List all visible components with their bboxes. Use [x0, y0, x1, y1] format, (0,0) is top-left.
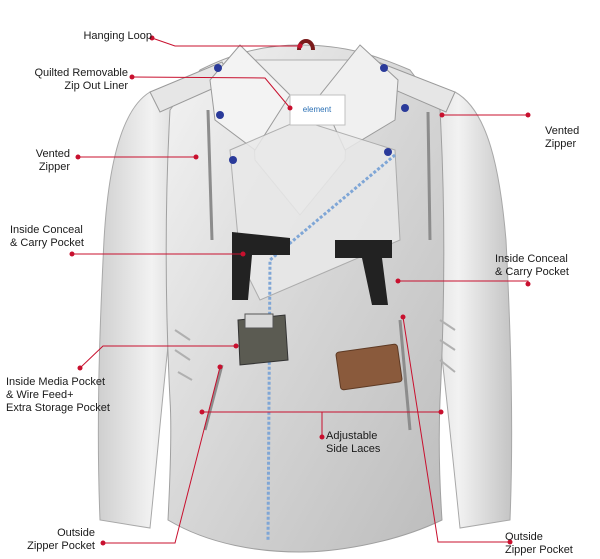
callout-line-text: Inside Conceal: [10, 224, 83, 236]
line-outside-left: [103, 366, 221, 544]
callout-line-text: Vented: [35, 148, 70, 160]
callout-line-text: Zip Out Liner: [64, 80, 128, 92]
callout-line-text: Extra Storage Pocket: [6, 402, 110, 414]
callout-lines: [72, 37, 529, 544]
callout-inside-conceal-right: Inside Conceal& Carry Pocket: [495, 253, 569, 279]
left-lapel: [209, 44, 291, 151]
callout-line-text: Zipper Pocket: [505, 544, 573, 556]
line-media-pocket: [79, 345, 236, 369]
right-pistol: [335, 240, 392, 305]
left-outside-pocket-zipper: [203, 364, 224, 431]
callout-line-text: Vented: [545, 125, 580, 137]
callout-line-text: Inside Media Pocket: [6, 376, 106, 388]
callout-line-text: & Carry Pocket: [10, 237, 84, 249]
brand-logo-text: element: [303, 105, 332, 114]
left-pistol: [232, 232, 290, 300]
callout-inside-conceal-left: Inside Conceal& Carry Pocket: [10, 224, 84, 250]
line-outside-right: [402, 316, 510, 543]
callout-line-text: Hanging Loop: [83, 30, 152, 42]
callout-dots: [69, 35, 531, 546]
callout-line-text: Zipper Pocket: [27, 540, 95, 552]
callout-line-text: Zipper: [545, 138, 577, 150]
jacket-illustration: element: [97, 39, 513, 553]
callout-line-text: Adjustable: [326, 430, 378, 442]
callout-line-text: Inside Conceal: [495, 253, 568, 265]
callout-line-text: & Carry Pocket: [495, 266, 569, 278]
callout-hanging-loop: Hanging Loop: [83, 30, 152, 43]
callout-media-pocket: Inside Media Pocket& Wire Feed+Extra Sto…: [6, 376, 110, 415]
line-quilted-liner: [131, 76, 291, 109]
line-hanging-loop: [151, 37, 300, 47]
phone: [244, 313, 274, 329]
callout-line-text: Outside: [57, 527, 95, 539]
callout-line-text: Zipper: [38, 161, 70, 173]
collar-studs: [214, 64, 409, 164]
left-vent-zipper: [206, 109, 214, 241]
wallet: [335, 343, 403, 391]
callout-line-text: Side Laces: [326, 443, 381, 455]
side-laces: [174, 319, 456, 381]
brand-tag: [289, 94, 346, 126]
right-vent-zipper: [426, 111, 432, 241]
callout-line-text: & Wire Feed+: [6, 389, 74, 401]
callout-line-text: Quilted Removable: [34, 67, 128, 79]
callout-line-text: Outside: [505, 531, 543, 543]
